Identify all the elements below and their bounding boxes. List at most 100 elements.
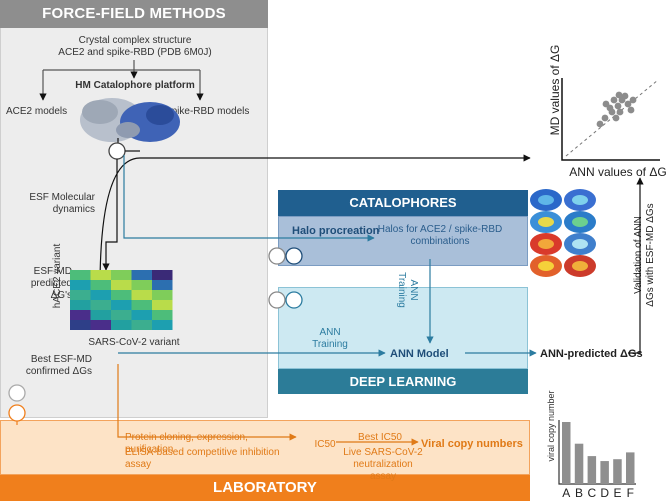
bar-C xyxy=(587,456,597,484)
ace2-models-label: ACE2 models xyxy=(6,106,68,117)
scatter-point xyxy=(615,91,623,99)
heatmap-cell xyxy=(152,280,173,290)
heatmap-cell xyxy=(152,300,173,310)
ann-predicted-label: ANN-predicted ΔGs xyxy=(540,348,643,360)
bar-F xyxy=(626,452,635,484)
live-line-1: Live SARS-CoV-2 xyxy=(343,447,423,458)
scatter-point xyxy=(612,114,620,122)
bar-tick-label: C xyxy=(588,486,597,500)
heatmap-cell xyxy=(111,280,132,290)
protein-structure-image xyxy=(80,98,180,142)
scatter-point xyxy=(614,102,622,110)
platform-branch-arrows xyxy=(39,60,204,101)
heatmap-cell xyxy=(131,280,152,290)
bar-B xyxy=(574,443,584,484)
heatmap-cell xyxy=(70,290,91,300)
validation-arrow xyxy=(628,177,644,354)
heatmap-cell xyxy=(152,270,173,280)
heatmap-cell xyxy=(111,310,132,320)
crystal-line-2: ACE2 and spike-RBD (PDB 6M0J) xyxy=(58,47,212,58)
hm-catalophore-platform-label: HM Catalophore platform xyxy=(75,80,195,91)
catalophores-box xyxy=(278,216,528,266)
bar-A xyxy=(562,422,571,484)
bar-tick-label: F xyxy=(627,486,634,500)
ic50-label: IC50 xyxy=(314,439,336,450)
node-circle-dl-right xyxy=(285,291,303,309)
node-circle-lab-top xyxy=(8,384,26,402)
scatter-point xyxy=(596,120,604,128)
heatmap-cell xyxy=(131,300,152,310)
heatmap-cell xyxy=(70,320,91,330)
heatmap-cell xyxy=(111,320,132,330)
bar-D xyxy=(600,461,609,484)
scatter-point xyxy=(629,96,637,104)
elisa-assay-label: ELISA-based competitive inhibition assay xyxy=(125,447,280,470)
heatmap-cell xyxy=(111,290,132,300)
heatmap-cell xyxy=(70,300,91,310)
catalophore-thumbnails xyxy=(530,189,596,277)
heatmap-cell xyxy=(90,280,111,290)
confirmed-line-2: confirmed ΔGs xyxy=(25,366,92,377)
bar-E xyxy=(613,459,622,484)
heatmap-cell xyxy=(70,270,91,280)
halos-line-1: Halos for ACE2 / spike-RBD xyxy=(377,224,503,235)
ann-training-label: ANN Training xyxy=(300,327,360,351)
node-circle-platform xyxy=(108,142,126,160)
bar-tick-label: E xyxy=(613,486,621,500)
bar-tick-label: B xyxy=(575,486,583,500)
confirmed-line-1: Best ESF-MD xyxy=(30,354,92,365)
crystal-structure-label: Crystal complex structure ACE2 and spike… xyxy=(20,35,250,59)
node-circle-catalophores-left xyxy=(268,247,286,265)
heatmap-cell xyxy=(90,300,111,310)
scatter-point xyxy=(610,96,618,104)
heatmap-x-label: SARS-CoV-2 variant xyxy=(88,337,180,348)
heatmap-cell xyxy=(152,320,173,330)
heatmap-cell xyxy=(131,320,152,330)
scatter-point xyxy=(601,114,609,122)
ann-training-line-2: Training xyxy=(312,339,348,350)
scatter-point xyxy=(621,92,629,100)
scatter-point xyxy=(602,100,610,108)
crystal-line-1: Crystal complex structure xyxy=(78,35,192,46)
scatter-point xyxy=(616,108,624,116)
force-field-header: FORCE-FIELD METHODS xyxy=(0,0,268,28)
node-circle-catalophores-right xyxy=(285,247,303,265)
heatmap-cell xyxy=(70,280,91,290)
deep-learning-box xyxy=(278,287,528,369)
heatmap-cell xyxy=(70,310,91,320)
heatmap-cell xyxy=(111,300,132,310)
best-ic50-label: Best IC50 xyxy=(358,432,402,443)
best-esf-md-confirmed-label: Best ESF-MD confirmed ΔGs xyxy=(10,354,92,378)
bar-tick-label: D xyxy=(600,486,609,500)
halos-combinations-label: Halos for ACE2 / spike-RBD combinations xyxy=(370,224,510,248)
esf-molecular-dynamics-label: ESF Molecular dynamics xyxy=(10,192,95,216)
spike-rbd-models-label: spike-RBD models xyxy=(166,106,250,117)
heatmap-cell xyxy=(90,270,111,280)
deep-learning-header: DEEP LEARNING xyxy=(278,369,528,394)
halos-line-2: combinations xyxy=(410,236,470,247)
viral-copy-numbers-label: Viral copy numbers xyxy=(421,438,523,450)
live-line-2: neutralization assay xyxy=(353,459,413,482)
heatmap-cell xyxy=(131,290,152,300)
laboratory-header: LABORATORY xyxy=(0,475,530,501)
ann-model-label: ANN Model xyxy=(390,348,449,360)
predicted-line-1: ESF-MD xyxy=(33,266,72,277)
scatter-plot xyxy=(561,78,660,161)
to-lab-arrow xyxy=(117,364,297,441)
heatmap-cell xyxy=(90,310,111,320)
catalophores-header: CATALOPHORES xyxy=(278,190,528,216)
live-neutralization-label: Live SARS-CoV-2 neutralization assay xyxy=(340,447,426,483)
node-circle-lab-bottom xyxy=(8,404,26,422)
heatmap-cell xyxy=(152,290,173,300)
esf-md-line-1: ESF Molecular xyxy=(29,192,95,203)
esf-md-heatmap xyxy=(70,270,173,330)
esf-md-predicted-label: ESF-MD predicted ΔG's xyxy=(10,266,72,302)
laboratory-box xyxy=(0,420,530,475)
node-circle-dl-left xyxy=(268,291,286,309)
esf-md-line-2: dynamics xyxy=(52,204,95,215)
scatter-point xyxy=(624,100,632,108)
heatmap-cell xyxy=(111,270,132,280)
heatmap-cell xyxy=(152,310,173,320)
